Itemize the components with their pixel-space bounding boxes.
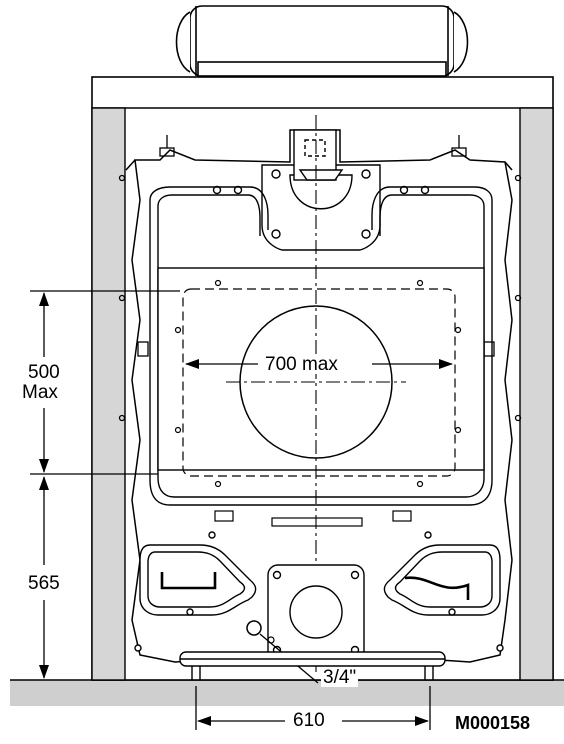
label-base-width: 610: [291, 710, 327, 731]
return-flange: [267, 564, 365, 661]
label-height-upper-value: 500: [28, 362, 60, 383]
vertical-dimensions: [30, 290, 180, 679]
inspection-opening: [157, 267, 485, 527]
base-rail: [179, 651, 446, 680]
label-height-upper-max: Max: [22, 382, 58, 403]
top-cylinder: [175, 5, 469, 77]
floor: [10, 680, 564, 706]
drawing-code: M000158: [455, 713, 531, 733]
right-wall: [519, 107, 554, 681]
flue-passages: [149, 185, 493, 506]
base-width-dimension: [195, 686, 431, 730]
lower-chambers: [134, 531, 504, 652]
label-pipe-size: 3/4": [321, 667, 359, 688]
top-connector: [261, 129, 381, 251]
left-wall: [91, 107, 126, 681]
label-height-lower: 565: [26, 573, 62, 594]
label-opening-width: 700 max: [262, 355, 341, 374]
